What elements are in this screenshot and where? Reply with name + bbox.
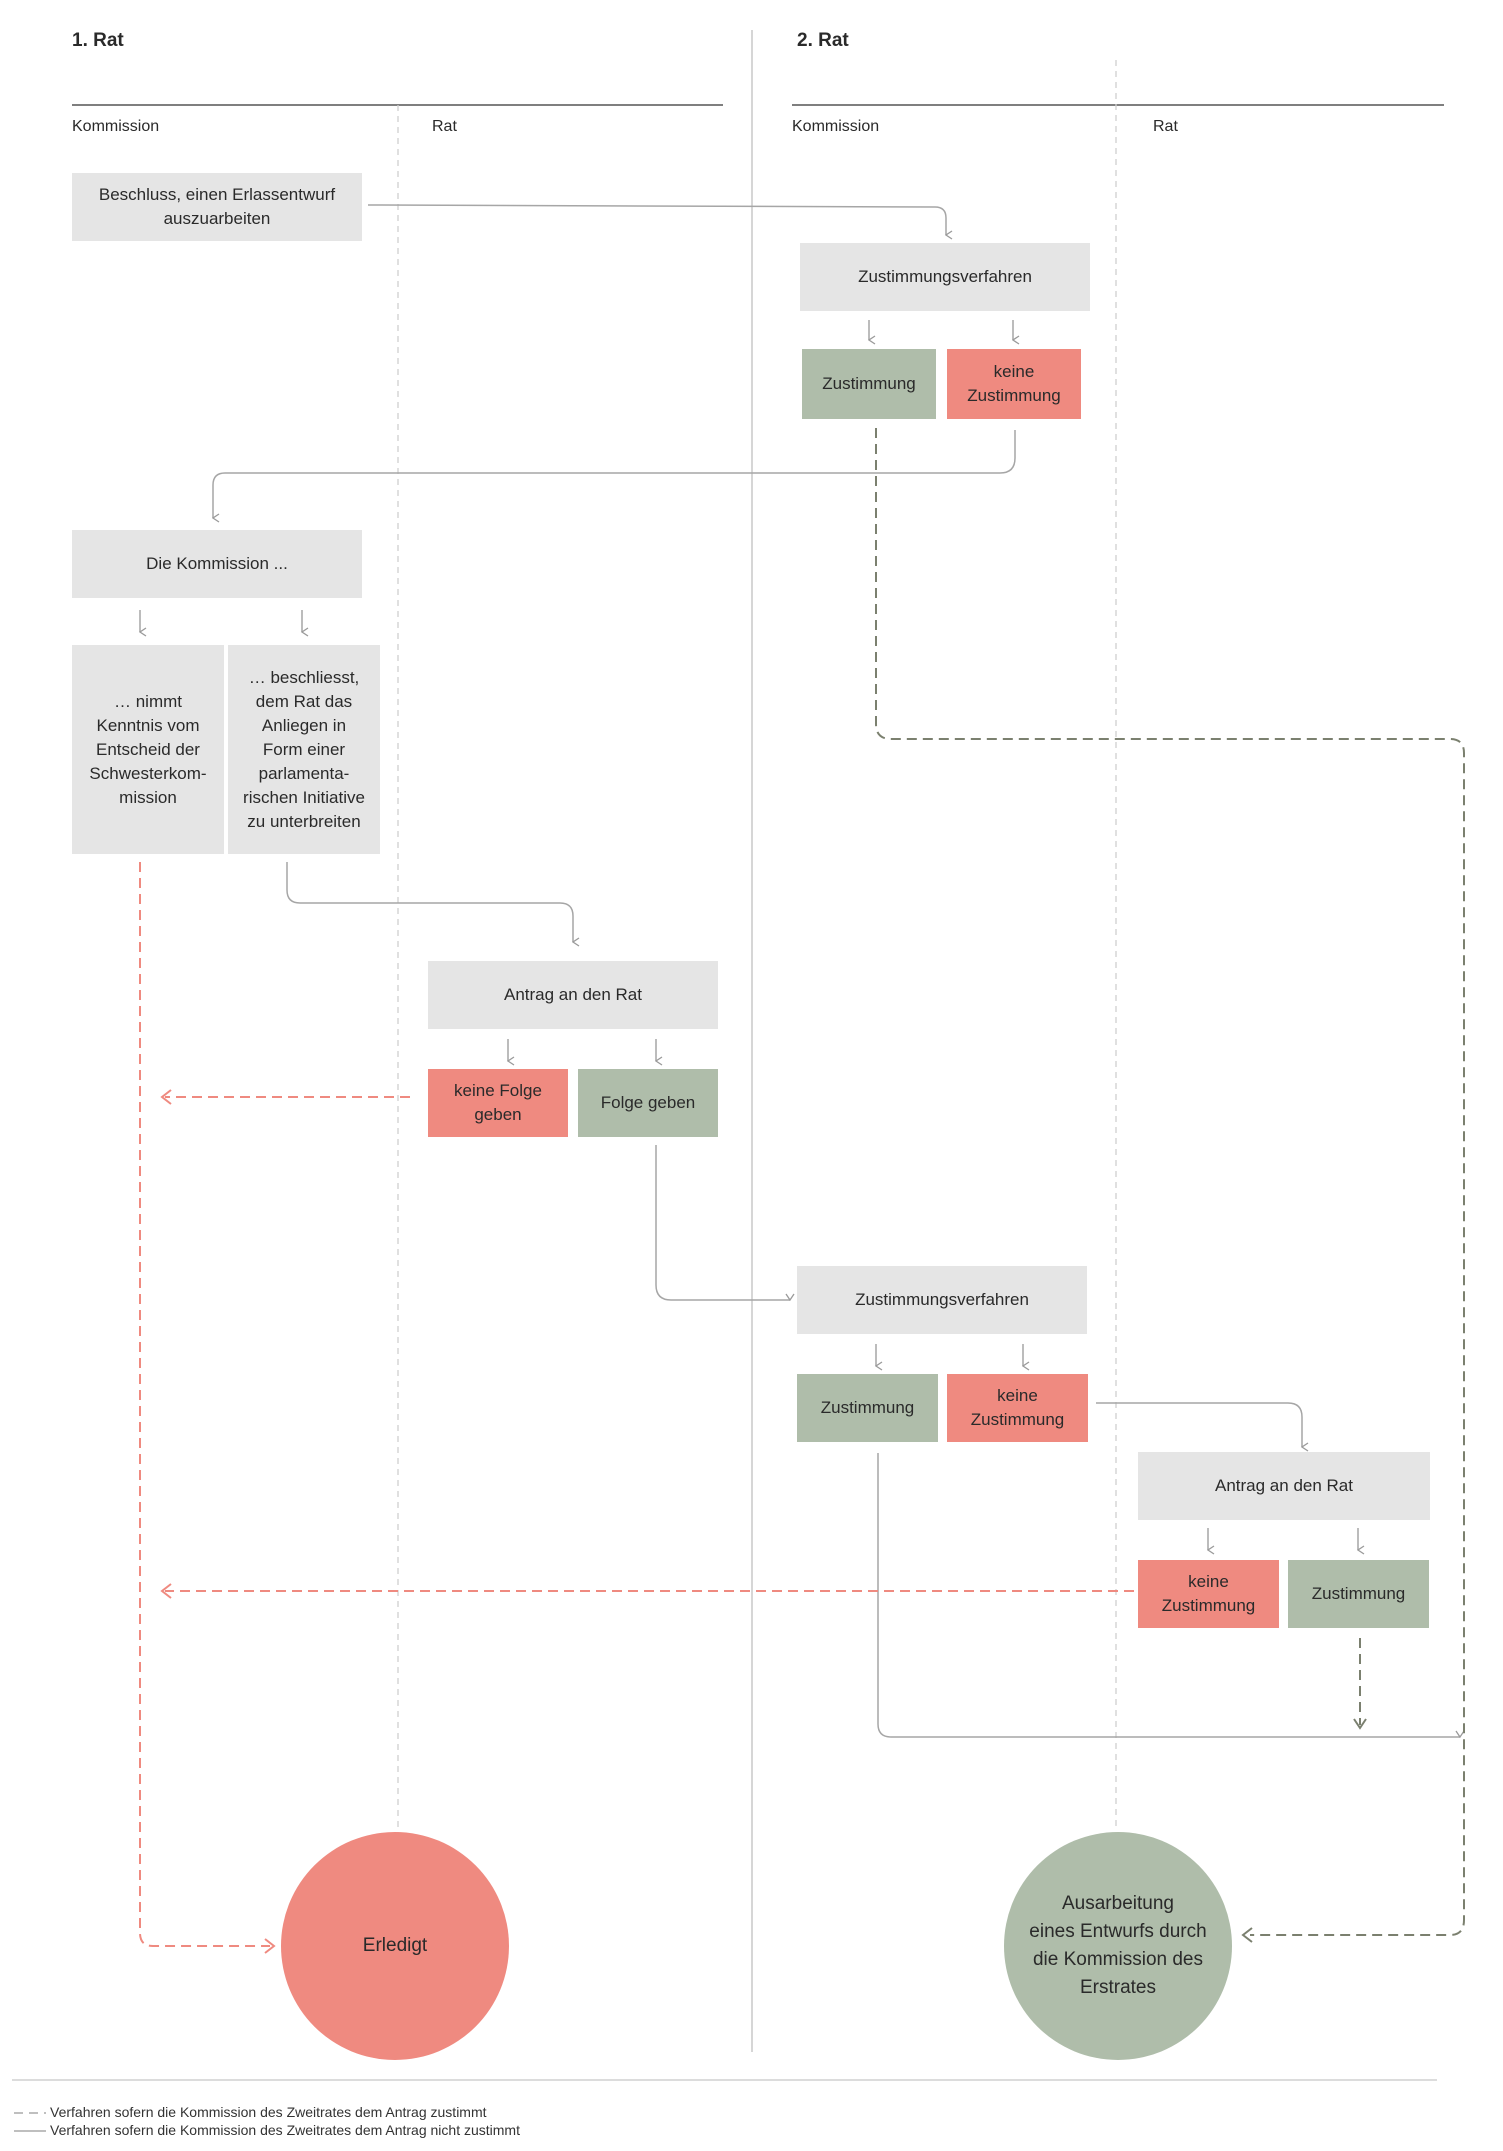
- zustimmungsverfahren-box-2: Zustimmungsverfahren: [797, 1266, 1087, 1334]
- flow-zustimmung-to-ausarbeitung: [877, 1453, 1460, 1737]
- keine-zustimmung-box-1: keine Zustimmung: [947, 349, 1081, 419]
- legend-dashed-label: Verfahren sofern die Kommission des Zwei…: [50, 2104, 487, 2120]
- beschluss-box: Beschluss, einen Erlassentwurf auszuarbe…: [72, 173, 362, 241]
- antrag-box-1: Antrag an den Rat: [428, 961, 718, 1029]
- beschliesst-box: … beschliesst, dem Rat das Anliegen in F…: [228, 645, 380, 854]
- header-rat-1: 1. Rat: [72, 30, 124, 51]
- zustimmungsverfahren-box-1: Zustimmungsverfahren: [800, 243, 1090, 311]
- zustimmung-box-1: Zustimmung: [802, 349, 936, 419]
- antrag-box-2: Antrag an den Rat: [1138, 1452, 1430, 1520]
- die-kommission-box: Die Kommission ...: [72, 530, 362, 598]
- header-rat-2: 2. Rat: [797, 30, 849, 51]
- lane-label-kommission-2: Kommission: [792, 118, 880, 135]
- zustimmung-box-3: Zustimmung: [1288, 1560, 1429, 1628]
- zustimmung-box-2: Zustimmung: [797, 1374, 938, 1442]
- legend-solid-label: Verfahren sofern die Kommission des Zwei…: [50, 2122, 520, 2138]
- keine-zustimmung-box-2: keine Zustimmung: [947, 1374, 1088, 1442]
- lane-label-kommission-1: Kommission: [72, 118, 160, 135]
- dashed-zustimmung-to-ausarbeitung: [875, 428, 1465, 1936]
- flow-folge-to-zustimmungsverfahren: [655, 1145, 790, 1300]
- flow-keine-zustimmung-to-antrag: [1096, 1402, 1302, 1447]
- ausarbeitung-circle: Ausarbeitung eines Entwurfs durch die Ko…: [1004, 1832, 1232, 2060]
- folge-geben-box: Folge geben: [578, 1069, 718, 1137]
- lane-label-rat-1: Rat: [432, 118, 457, 135]
- keine-zustimmung-box-3: keine Zustimmung: [1138, 1560, 1279, 1628]
- flow-keine-zustimmung-to-kommission: [213, 430, 1016, 518]
- erledigt-circle: Erledigt: [281, 1832, 509, 2060]
- keine-folge-box: keine Folge geben: [428, 1069, 568, 1137]
- flow-beschliesst-to-antrag: [286, 862, 573, 942]
- flow-beschluss-to-zustimmungsverfahren: [367, 204, 946, 235]
- lane-label-rat-2: Rat: [1153, 118, 1178, 135]
- nimmt-kenntnis-box: … nimmt Kenntnis vom Entscheid der Schwe…: [72, 645, 224, 854]
- dashed-nimmt-kenntnis-to-erledigt: [139, 862, 270, 1947]
